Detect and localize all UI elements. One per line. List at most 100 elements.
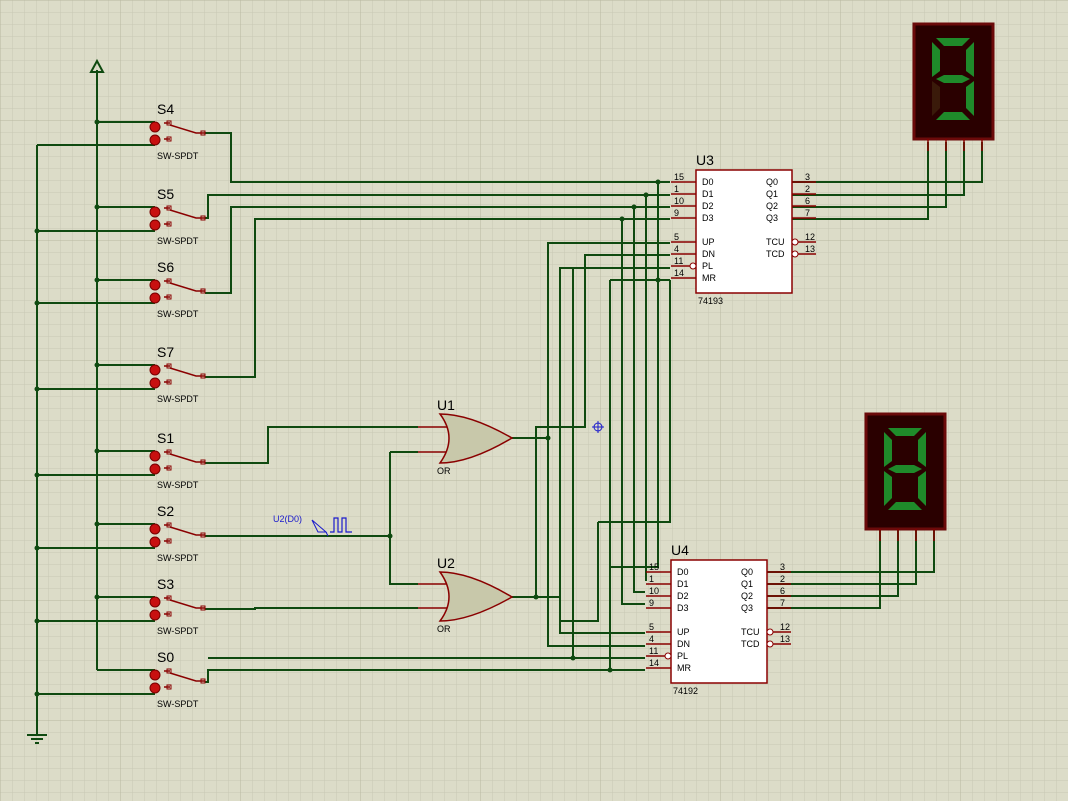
- switch-label: S2: [157, 503, 174, 519]
- switch-label: S0: [157, 649, 174, 665]
- square-wave-icon: [330, 517, 352, 533]
- pin-number: 4: [674, 244, 679, 254]
- switch-contact-icon: [166, 278, 172, 284]
- switch-contact-icon: [200, 678, 206, 684]
- switch-type-label: SW-SPDT: [157, 309, 199, 319]
- switch-contact-icon: [166, 205, 172, 211]
- clock-generator[interactable]: U2(D0): [273, 514, 352, 537]
- pin-number: 7: [805, 208, 810, 218]
- switch-group: S4SW-SPDTS5SW-SPDTS6SW-SPDTS7SW-SPDTS1SW…: [149, 101, 206, 709]
- switch-label: S7: [157, 344, 174, 360]
- pin-number: 10: [674, 196, 684, 206]
- segment-f: [932, 42, 940, 77]
- pin-number: 5: [674, 232, 679, 242]
- seven-segment-display-bottom: [864, 412, 947, 541]
- switch-label: S5: [157, 186, 174, 202]
- switch-terminal-icon: [149, 134, 161, 146]
- seven-segment-display-top: [912, 22, 995, 151]
- pin-name: TCU: [741, 627, 760, 637]
- inverter-bubble-icon: [664, 652, 672, 660]
- or-gate-u2[interactable]: U2 OR: [418, 555, 514, 634]
- switch-contact-icon: [200, 288, 206, 294]
- pin-number: 11: [674, 256, 683, 266]
- pin-name: Q3: [741, 603, 753, 613]
- pin-name: DN: [677, 639, 690, 649]
- gate-u2-type: OR: [437, 624, 451, 634]
- pin-number: 7: [780, 598, 785, 608]
- pin-name: D1: [702, 189, 714, 199]
- switch-terminal-icon: [149, 292, 161, 304]
- switch-terminal-icon: [149, 364, 161, 376]
- segment-b: [966, 42, 974, 77]
- pin-number: 12: [805, 232, 815, 242]
- bus-junctions: [387, 179, 661, 673]
- pin-number: 14: [674, 268, 684, 278]
- segment-g: [888, 465, 922, 473]
- switch-contact-icon: [200, 373, 206, 379]
- pin-name: D2: [702, 201, 714, 211]
- chip-ref: U4: [671, 542, 689, 558]
- generator-arrow-icon: [311, 519, 329, 537]
- inverter-bubble-icon: [791, 250, 799, 258]
- pin-name: PL: [702, 261, 713, 271]
- chip-part: 74192: [673, 686, 698, 696]
- switch-type-label: SW-SPDT: [157, 394, 199, 404]
- switch-terminal-icon: [149, 523, 161, 535]
- pin-number: 2: [805, 184, 810, 194]
- switch-type-label: SW-SPDT: [157, 553, 199, 563]
- pin-number: 9: [649, 598, 654, 608]
- switch-label: S3: [157, 576, 174, 592]
- gate-u2-ref: U2: [437, 555, 455, 571]
- switch-terminal-icon: [149, 682, 161, 694]
- segment-f: [884, 432, 892, 467]
- generator-label: U2(D0): [273, 514, 302, 524]
- pin-name: Q0: [766, 177, 778, 187]
- switch-terminal-icon: [149, 219, 161, 231]
- gate-u1-type: OR: [437, 466, 451, 476]
- switch-contact-icon: [166, 294, 172, 300]
- or-gate-u1[interactable]: U1 OR: [418, 397, 514, 476]
- switch-contact-icon: [166, 684, 172, 690]
- pin-name: MR: [702, 273, 716, 283]
- switch-contact-icon: [166, 379, 172, 385]
- switch-contact-icon: [200, 130, 206, 136]
- pin-number: 5: [649, 622, 654, 632]
- pin-name: Q2: [741, 591, 753, 601]
- pin-name: UP: [677, 627, 690, 637]
- ground-rail: [27, 145, 47, 744]
- inverter-bubble-icon: [791, 238, 799, 246]
- inverter-bubble-icon: [689, 262, 697, 270]
- pin-name: TCD: [741, 639, 760, 649]
- pin-name: D2: [677, 591, 689, 601]
- pin-name: Q0: [741, 567, 753, 577]
- pin-number: 1: [649, 574, 654, 584]
- chip-ref: U3: [696, 152, 714, 168]
- segment-d: [936, 112, 970, 120]
- switch-type-label: SW-SPDT: [157, 151, 199, 161]
- pin-name: DN: [702, 249, 715, 259]
- gate-wiring: [208, 242, 670, 670]
- segment-b: [918, 432, 926, 467]
- switch-terminal-icon: [149, 536, 161, 548]
- segment-a: [936, 38, 970, 46]
- power-terminal-icon: [89, 58, 105, 73]
- pin-name: D0: [677, 567, 689, 577]
- segment-c: [918, 471, 926, 506]
- pin-number: 12: [780, 622, 790, 632]
- switch-contact-icon: [166, 221, 172, 227]
- segment-d: [888, 502, 922, 510]
- pin-name: D1: [677, 579, 689, 589]
- rail-junctions: [34, 119, 100, 697]
- switch-contact-icon: [200, 532, 206, 538]
